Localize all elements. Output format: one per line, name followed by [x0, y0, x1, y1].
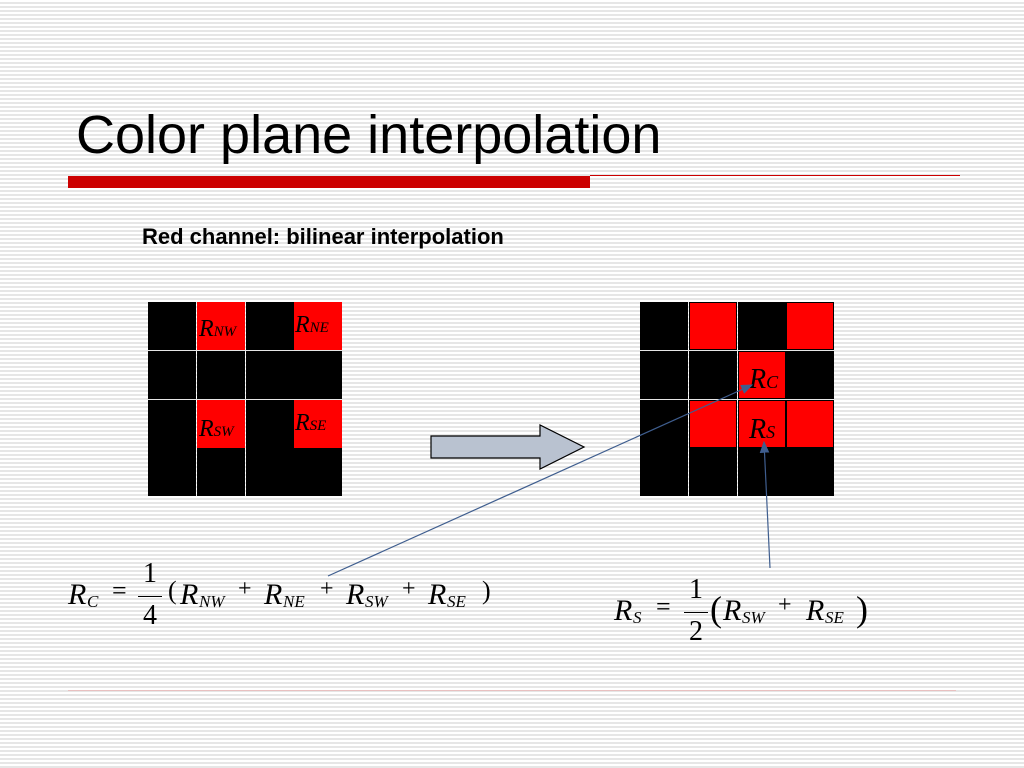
- pixel-black: [294, 350, 343, 399]
- pixel-black: [148, 399, 196, 448]
- pixel-red: [786, 399, 835, 448]
- pixel-red: [196, 399, 245, 448]
- pixel-black: [688, 448, 737, 497]
- label-r-s: RS: [749, 414, 776, 445]
- pixel-black: [148, 302, 196, 350]
- connector-rc: [327, 384, 754, 577]
- title-underline-bar: [68, 176, 590, 188]
- pixel-red: [196, 302, 245, 350]
- footer-divider: [68, 690, 956, 691]
- pixel-black: [688, 350, 737, 399]
- pixel-red: [688, 399, 737, 448]
- bayer-input-grid: [148, 302, 343, 497]
- pixel-red: [294, 399, 343, 448]
- pixel-red: [786, 302, 835, 350]
- pixel-black: [737, 448, 786, 497]
- pixel-black: [196, 448, 245, 497]
- label-r-se: RSE: [295, 410, 327, 436]
- label-r-ne: RNE: [295, 312, 329, 338]
- pixel-black: [640, 448, 688, 497]
- pixel-black: [148, 350, 196, 399]
- pixel-black: [245, 350, 294, 399]
- pixel-black: [640, 302, 688, 350]
- title-underline-line: [590, 175, 960, 176]
- pixel-red: [688, 302, 737, 350]
- pixel-black: [245, 448, 294, 497]
- connector-rs: [759, 440, 771, 569]
- pixel-black: [786, 448, 835, 497]
- pixel-black: [148, 448, 196, 497]
- pixel-black: [294, 448, 343, 497]
- formula-rs: R S = 1 2 ( R SW + R SE ): [614, 574, 868, 647]
- label-r-nw: RNW: [199, 316, 237, 342]
- pixel-black: [245, 399, 294, 448]
- formula-rc: R C = 1 4 ( R NW + R NE + R SW + R SE ): [68, 558, 491, 631]
- slide-subtitle: Red channel: bilinear interpolation: [142, 224, 504, 249]
- slide-title: Color plane interpolation: [76, 105, 662, 165]
- pixel-black: [196, 350, 245, 399]
- label-r-sw: RSW: [199, 416, 234, 442]
- right-arrow-icon: [430, 424, 586, 470]
- pixel-black: [640, 399, 688, 448]
- pixel-red: [294, 302, 343, 350]
- label-r-c: RC: [749, 364, 779, 395]
- pixel-black: [786, 350, 835, 399]
- pixel-black: [245, 302, 294, 350]
- pixel-black: [737, 302, 786, 350]
- pixel-black: [640, 350, 688, 399]
